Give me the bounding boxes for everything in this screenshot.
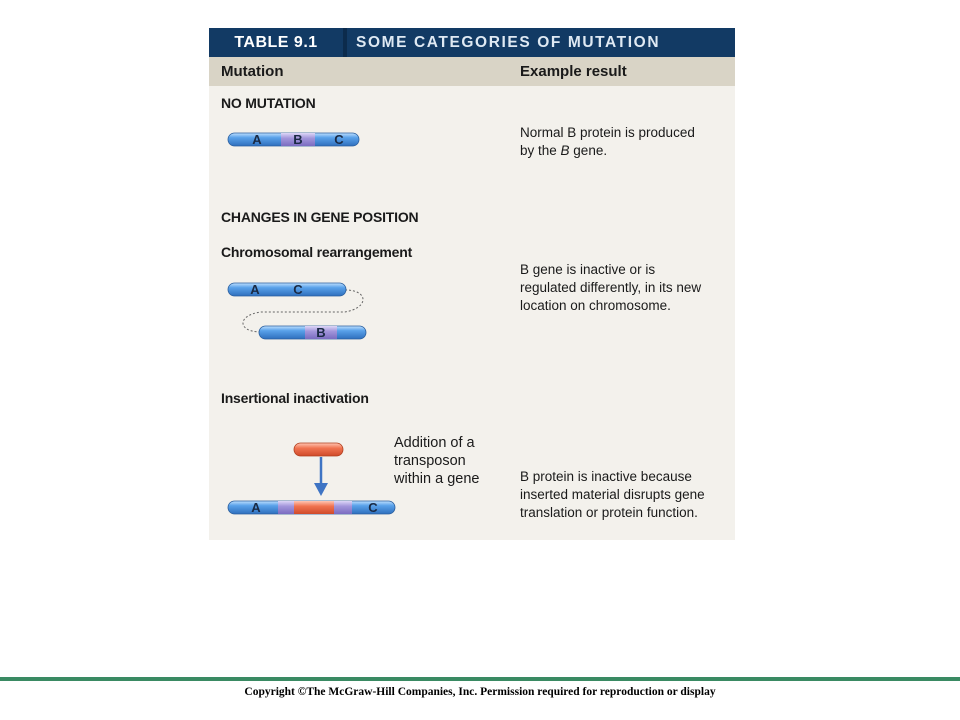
gene-label-c: C	[368, 500, 378, 515]
result-rearrangement-line2: regulated differently, in its new	[520, 280, 702, 295]
gene-label-a: A	[251, 500, 261, 515]
result-rearrangement-line3: location on chromosome.	[520, 298, 671, 313]
annotation-line1: Addition of a	[394, 435, 475, 451]
transposon	[293, 442, 344, 457]
gene-label-b: B	[293, 132, 302, 147]
gene-b-left-part	[278, 501, 294, 514]
subsection-chromosomal-rearrangement: Chromosomal rearrangement	[221, 244, 413, 260]
column-header-bar: Mutation Example result	[209, 57, 735, 86]
subsection-insertional-inactivation: Insertional inactivation	[221, 390, 369, 406]
inserted-transposon	[294, 501, 334, 514]
title-divider	[343, 28, 347, 57]
gene-b-right-part	[334, 501, 352, 514]
result-insertional: B protein is inactive because inserted m…	[520, 468, 705, 522]
table-title: SOME CATEGORIES OF MUTATION	[356, 34, 661, 51]
annotation-line3: within a gene	[394, 471, 480, 487]
chromosome-fragment-ac	[227, 282, 347, 297]
rearrangement-connector	[242, 289, 364, 333]
section-gene-position: CHANGES IN GENE POSITION	[221, 209, 419, 225]
transposon-annotation: Addition of a transposon within a gene	[394, 434, 479, 488]
result-no-mutation-line2-post: gene.	[569, 143, 608, 158]
result-no-mutation-gene: B	[560, 143, 570, 158]
section-no-mutation: NO MUTATION	[221, 95, 316, 111]
table-number: TABLE 9.1	[234, 34, 318, 51]
gene-b-segment	[281, 133, 315, 146]
result-insertional-line1: B protein is inactive because	[520, 469, 692, 484]
table-title-bar: TABLE 9.1 SOME CATEGORIES OF MUTATION	[209, 28, 735, 57]
chromosome-normal: A B C	[227, 132, 360, 147]
result-no-mutation: Normal B protein is produced by the B ge…	[520, 124, 695, 160]
annotation-line2: transposon	[394, 453, 466, 469]
gene-label-b: B	[316, 325, 325, 340]
result-no-mutation-line1: Normal B protein is produced	[520, 125, 695, 140]
chromosome-insertion: A C	[227, 442, 396, 515]
result-rearrangement: B gene is inactive or is regulated diffe…	[520, 261, 701, 315]
column-header-mutation: Mutation	[221, 63, 284, 80]
copyright-notice: Copyright ©The McGraw-Hill Companies, In…	[244, 686, 716, 698]
footer-divider	[0, 677, 960, 681]
mutation-table: TABLE 9.1 SOME CATEGORIES OF MUTATION Mu…	[209, 28, 735, 540]
chromosome-rearranged: A C B	[227, 282, 367, 340]
gene-label-a: A	[252, 132, 262, 147]
gene-b-segment	[305, 326, 337, 339]
column-header-result: Example result	[520, 63, 627, 80]
chromosome-diagrams: A B C A C B A C	[227, 132, 396, 515]
result-insertional-line3: translation or protein function.	[520, 505, 698, 520]
result-no-mutation-line2-pre: by the	[520, 143, 561, 158]
insertion-arrow-head	[314, 483, 328, 496]
gene-label-c: C	[293, 282, 303, 297]
result-rearrangement-line1: B gene is inactive or is	[520, 262, 656, 277]
gene-label-c: C	[334, 132, 344, 147]
gene-label-a: A	[250, 282, 260, 297]
result-insertional-line2: inserted material disrupts gene	[520, 487, 705, 502]
